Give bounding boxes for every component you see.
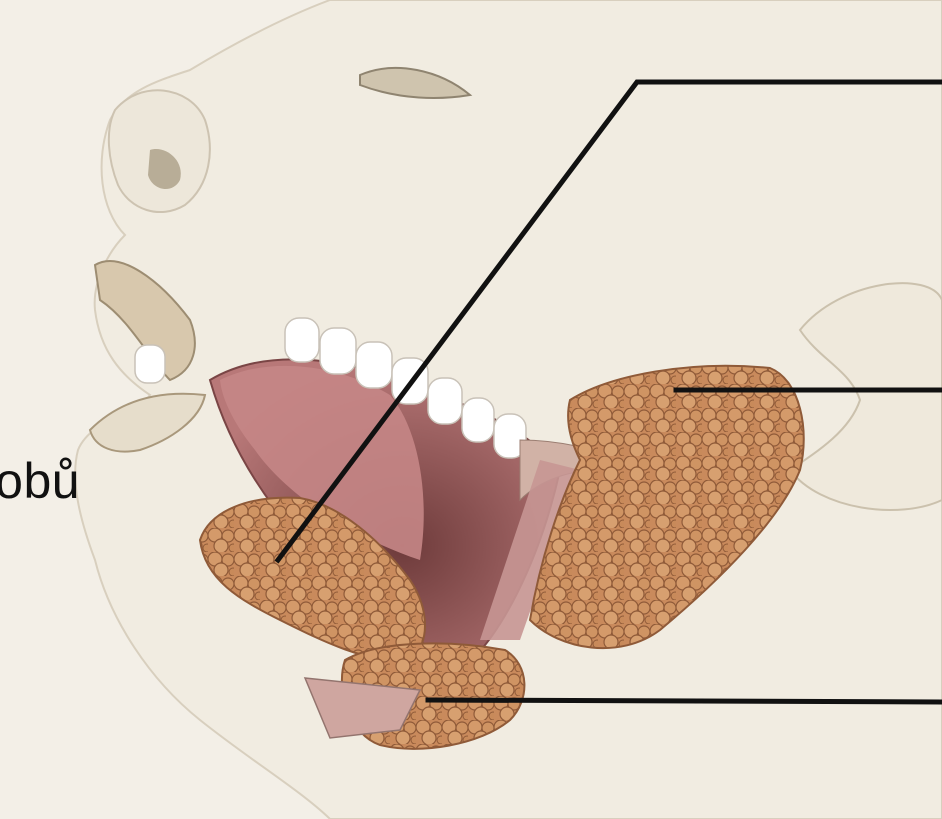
caption-fragment: robů	[0, 452, 80, 510]
leader-line-sublingual	[428, 700, 942, 702]
